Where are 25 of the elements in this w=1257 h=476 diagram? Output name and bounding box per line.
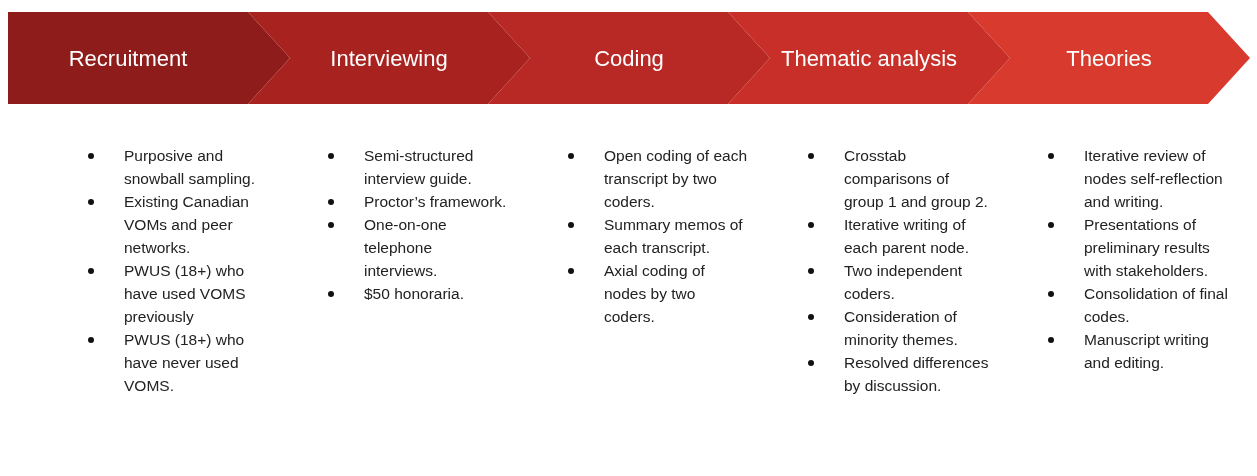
bullet-item: Consideration of minority themes. <box>806 305 989 351</box>
bullet-item: Proctor’s framework. <box>326 190 509 213</box>
bullet-item: Existing Canadian VOMs and peer networks. <box>86 190 269 259</box>
step-title: Interviewing <box>330 44 448 73</box>
bullet-item: Iterative writing of each parent node. <box>806 213 989 259</box>
bullet-item: Semi-structured interview guide. <box>326 144 509 190</box>
bullet-item: PWUS (18+) who have used VOMS previously <box>86 259 269 328</box>
bullet-item: Iterative review of nodes self-reflection and writing. <box>1046 144 1229 213</box>
bullet-item: Crosstab comparisons of group 1 and group 2. <box>806 144 989 213</box>
step-title: Theories <box>1066 44 1152 73</box>
bullet-item: Presentations of preliminary results with stakeholders. <box>1046 213 1229 282</box>
bullet-item: Resolved differences by discussion. <box>806 351 989 397</box>
bullet-item: Summary memos of each transcript. <box>566 213 749 259</box>
bullet-item: Consolidation of final codes. <box>1046 282 1229 328</box>
step-title: Thematic analysis <box>780 44 958 73</box>
bullet-item: One-on-one telephone interviews. <box>326 213 509 282</box>
bullet-item: PWUS (18+) who have never used VOMS. <box>86 328 269 397</box>
bullet-item: Purposive and snowball sampling. <box>86 144 269 190</box>
step-title: Recruitment <box>68 44 188 73</box>
bullet-item: Axial coding of nodes by two coders. <box>566 259 749 328</box>
bullet-item: $50 honoraria. <box>326 282 509 305</box>
step-title: Coding <box>594 44 664 73</box>
bullet-item: Open coding of each transcript by two coders. <box>566 144 749 213</box>
bullet-item: Manuscript writing and editing. <box>1046 328 1229 374</box>
bullet-item: Two independent coders. <box>806 259 989 305</box>
